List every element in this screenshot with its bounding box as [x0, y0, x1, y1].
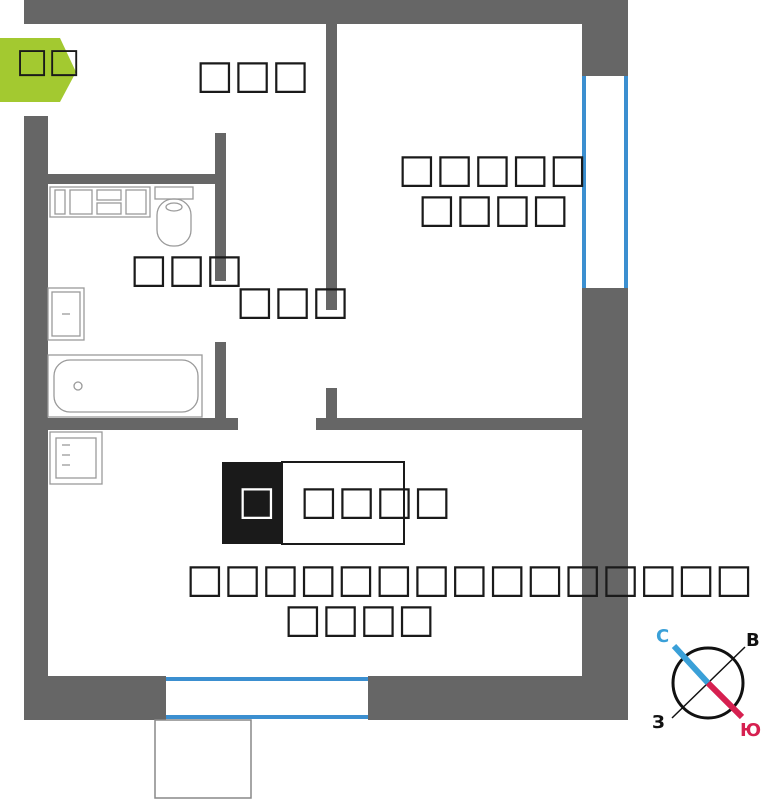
- compass-north-needle: [671, 643, 711, 686]
- area-label-light-text: □□□□: [300, 478, 451, 524]
- area-label-dark: [222, 462, 282, 544]
- room-label-bedroom-line1: □□□□□: [398, 146, 587, 192]
- entrance-marker-shape: [0, 38, 76, 102]
- entrance-tag-text: □□: [16, 41, 80, 81]
- wall-door-stub: [326, 388, 337, 420]
- compass-east-label: В: [746, 630, 760, 651]
- kitchen-sink: [49, 431, 103, 485]
- wall-bottom-left: [24, 676, 166, 720]
- entrance-tag: □□: [0, 38, 80, 102]
- bathroom-fixtures: [47, 186, 203, 485]
- room-label-living-line2: □□□□: [284, 596, 435, 642]
- room-label-bedroom-line2: □□□□: [418, 186, 569, 232]
- wall-top: [24, 0, 628, 24]
- toilet: [154, 186, 194, 247]
- compass-circle: [671, 646, 745, 720]
- walls: [24, 0, 628, 720]
- washer-cabinet: [49, 186, 151, 218]
- wall-right-lower: [582, 288, 628, 720]
- compass-north-label: С: [656, 626, 669, 647]
- room-label-living-line1: □□□□□□□□□□□□□□□: [186, 556, 753, 602]
- wall-bottom-right: [368, 676, 628, 720]
- area-label-box: □ □□□□: [222, 461, 451, 545]
- balcony: [154, 719, 252, 799]
- wall-right-upper: [582, 0, 628, 76]
- room-label-bathroom: □□□: [130, 246, 243, 292]
- wall-bedroom-bottom: [316, 418, 582, 430]
- wall-left: [24, 116, 48, 720]
- bathtub: [47, 354, 203, 418]
- compass: С В З Ю: [652, 626, 761, 741]
- wall-bathroom-bottom: [48, 418, 238, 430]
- wall-hall-bedroom: [326, 24, 337, 310]
- room-label-corridor: □□□: [236, 278, 349, 324]
- window-right: [582, 76, 628, 288]
- compass-west-label: З: [652, 712, 665, 733]
- compass-south-label: Ю: [740, 720, 761, 741]
- windows: [166, 76, 628, 719]
- bathroom-sink: [47, 287, 85, 341]
- window-bottom: [166, 677, 368, 719]
- room-label-hall: □□□: [196, 52, 309, 98]
- wall-bathroom-right-lower: [215, 342, 226, 430]
- compass-south-needle: [705, 680, 745, 720]
- wall-bathroom-right-upper: [215, 133, 226, 281]
- area-label-dark-text: □: [238, 478, 276, 524]
- wall-bathroom-top: [48, 174, 226, 184]
- area-label-light: [281, 461, 405, 545]
